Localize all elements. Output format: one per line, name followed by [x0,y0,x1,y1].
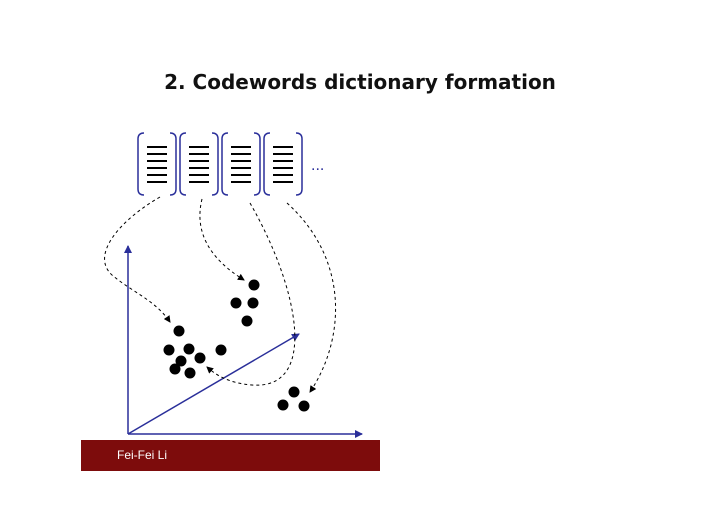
mapping-arrow-3 [206,202,296,386]
feature-vector-4 [263,132,303,196]
feature-point [184,367,196,379]
feature-point [173,325,185,337]
mapping-arrow-4 [286,202,337,393]
feature-point [169,363,181,375]
feature-point [215,344,227,356]
feature-point [194,352,206,364]
cluster-a [163,325,227,379]
feature-point [241,315,253,327]
footer-author: Fei-Fei Li [117,448,168,462]
ellipsis: ... [311,157,324,174]
mapping-arrow-1 [104,196,171,323]
z-axis [127,333,300,435]
feature-point [298,400,310,412]
feature-point [230,297,242,309]
mapping-arrow-2 [199,198,245,281]
feature-point [248,279,260,291]
feature-point [163,344,175,356]
feature-point [175,355,187,367]
slide-title: 2. Codewords dictionary formation [164,70,556,94]
feature-vector-2 [179,132,219,196]
feature-vector-1 [137,132,177,196]
feature-point [288,386,300,398]
feature-point [277,399,289,411]
cluster-c [277,386,310,412]
cluster-b [230,279,260,327]
feature-point [183,343,195,355]
feature-point [247,297,259,309]
footer-bar: Fei-Fei Li [81,440,380,471]
feature-vector-3 [221,132,261,196]
